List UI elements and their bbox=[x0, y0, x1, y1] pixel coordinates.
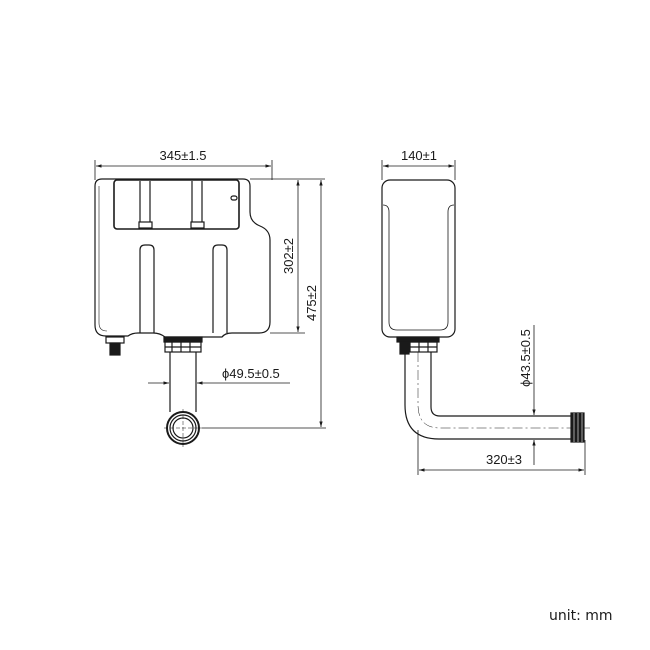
dim-outlet-diameter: ϕ49.5±0.5 bbox=[222, 366, 280, 381]
unit-label: unit: mm bbox=[549, 608, 613, 624]
dim-depth-140: 140±1 bbox=[401, 148, 437, 163]
dim-pipe-length-320: 320±3 bbox=[486, 452, 522, 467]
water-inlet-fitting bbox=[105, 336, 125, 344]
dim-total-height-475: 475±2 bbox=[304, 285, 319, 321]
front-dimensions bbox=[94, 160, 326, 429]
side-dimensions bbox=[381, 160, 586, 475]
front-view bbox=[94, 178, 271, 447]
dim-tank-height-302: 302±2 bbox=[281, 238, 296, 274]
cistern-side-outline bbox=[381, 179, 456, 338]
outlet-nut bbox=[163, 336, 203, 343]
side-view bbox=[381, 179, 590, 443]
cistern-front-outline bbox=[94, 178, 271, 338]
flush-pipe-side bbox=[404, 354, 571, 440]
dim-width-345: 345±1.5 bbox=[160, 148, 207, 163]
dim-pipe-diameter: ϕ43.5±0.5 bbox=[518, 329, 533, 387]
flush-frame-recess bbox=[113, 179, 240, 230]
